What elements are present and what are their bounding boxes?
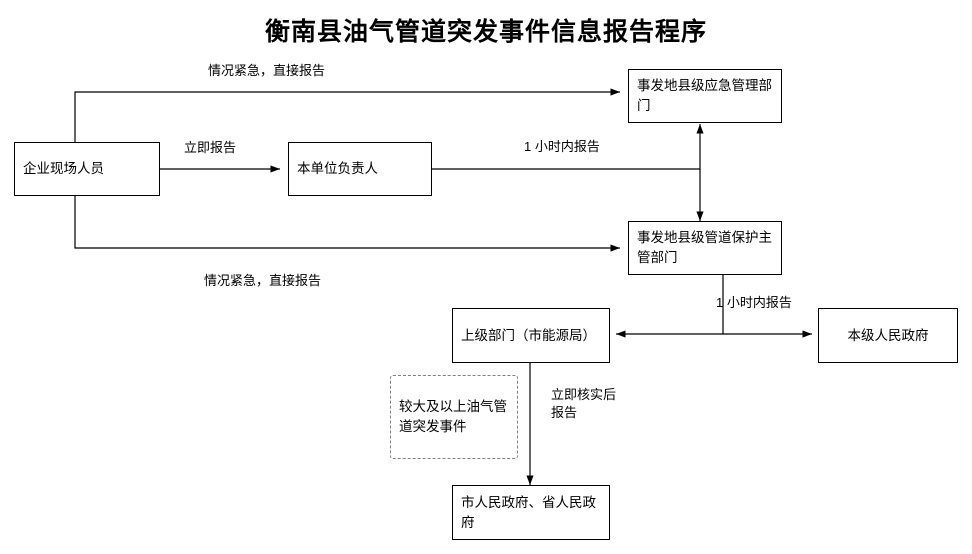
- node-county-pipeline[interactable]: 事发地县级管道保护主管部门: [628, 221, 782, 275]
- label-verify-then-report: 立即核实后报告: [551, 387, 617, 420]
- node-unit-leader-label: 本单位负责人: [297, 161, 378, 177]
- node-unit-leader[interactable]: 本单位负责人: [288, 142, 432, 196]
- node-local-government[interactable]: 本级人民政府: [818, 308, 958, 363]
- node-county-emergency-label: 事发地县级应急管理部门: [637, 78, 772, 113]
- label-urgent-direct-top: 情况紧急，直接报告: [208, 63, 326, 78]
- label-within-one-hour-top: 1 小时内报告: [524, 139, 600, 154]
- label-report-immediately: 立即报告: [184, 140, 237, 155]
- node-local-government-label: 本级人民政府: [847, 327, 929, 343]
- node-county-pipeline-label: 事发地县级管道保护主管部门: [637, 230, 772, 265]
- node-county-emergency[interactable]: 事发地县级应急管理部门: [628, 69, 782, 123]
- label-urgent-direct-bottom: 情况紧急，直接报告: [204, 273, 322, 288]
- node-superior-dept[interactable]: 上级部门（市能源局）: [452, 308, 610, 363]
- node-city-province-gov[interactable]: 市人民政府、省人民政府: [452, 485, 610, 540]
- node-major-incident[interactable]: 较大及以上油气管道突发事件: [390, 375, 518, 459]
- label-within-one-hour-right: 1 小时内报告: [716, 295, 792, 310]
- node-enterprise-staff-label: 企业现场人员: [23, 161, 104, 177]
- node-enterprise-staff[interactable]: 企业现场人员: [14, 142, 160, 196]
- node-superior-dept-label: 上级部门（市能源局）: [461, 327, 596, 343]
- node-major-incident-label: 较大及以上油气管道突发事件: [399, 399, 507, 434]
- node-city-province-gov-label: 市人民政府、省人民政府: [461, 494, 596, 530]
- page-title: 衡南县油气管道突发事件信息报告程序: [264, 19, 707, 46]
